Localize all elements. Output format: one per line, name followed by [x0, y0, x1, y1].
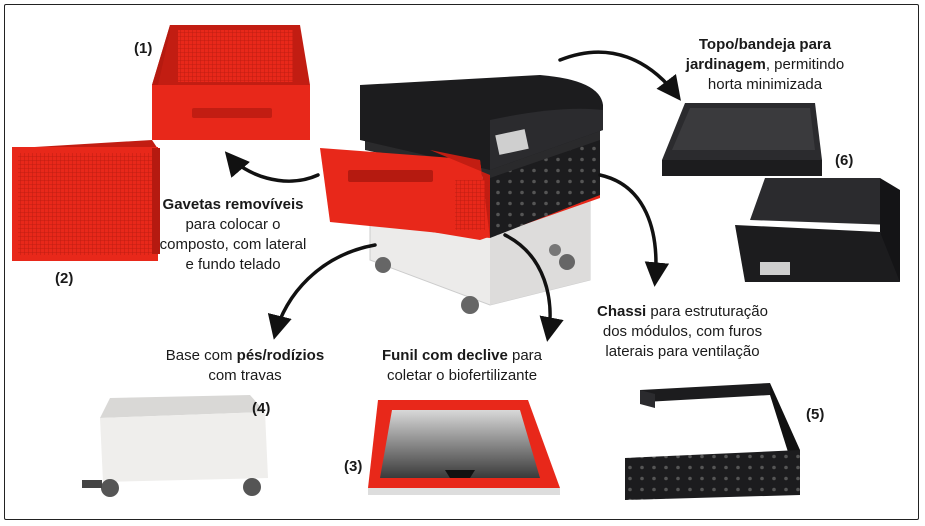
caption-chassi-line2: dos módulos, com furos — [602, 323, 763, 340]
caption-funil-line2: coletar o biofertilizante — [386, 367, 538, 384]
caption-chassi-title: Chassi — [597, 303, 647, 320]
arrow-to-top-tray — [558, 50, 681, 101]
caption-funil: Funil com declive para coletar o biofert… — [362, 346, 562, 386]
drawer-1-image — [152, 25, 310, 140]
caption-funil-title: Funil com declive — [381, 347, 508, 364]
label-number-4: (4) — [252, 400, 271, 417]
figure-frame — [4, 4, 919, 520]
caption-chassi-line3: laterais para ventilação — [605, 343, 760, 360]
label-number-5: (5) — [806, 406, 825, 423]
caption-topo-title: Topo/bandeja para — [698, 36, 832, 53]
caption-base-title: pés/rodízios — [236, 347, 325, 364]
caption-base-line2: com travas — [208, 367, 282, 384]
caption-topo-line3: horta minimizada — [707, 76, 823, 93]
funnel-3-image — [368, 400, 560, 495]
caption-base: Base com pés/rodízios com travas — [150, 346, 340, 386]
caption-gavetas: Gavetas removíveis para colocar o compos… — [148, 195, 318, 275]
caption-funil-rest: para — [507, 347, 543, 364]
arrows — [224, 50, 681, 342]
label-number-3: (3) — [344, 458, 363, 475]
arrow-to-chassis — [598, 173, 670, 287]
caption-topo-rest: , permitindo — [765, 56, 845, 73]
base-4-image — [82, 395, 268, 497]
caption-chassi: Chassi para estruturação dos módulos, co… — [580, 302, 785, 362]
chassis-5-image — [625, 383, 800, 500]
arrow-to-funnel — [503, 233, 564, 342]
label-number-1: (1) — [134, 40, 153, 57]
caption-base-pre: Base com — [165, 347, 237, 364]
caption-chassi-rest: para estruturação — [646, 303, 768, 320]
caption-gavetas-line2: composto, com lateral — [159, 236, 307, 253]
label-number-6: (6) — [835, 152, 854, 169]
tray-6b-image — [735, 178, 900, 282]
caption-gavetas-title: Gavetas removíveis — [162, 196, 304, 213]
caption-gavetas-line3: e fundo telado — [185, 256, 281, 273]
caption-topo-title2: jardinagem — [685, 56, 766, 73]
mesh-panel-2-image — [12, 140, 160, 261]
caption-gavetas-line1: para colocar o — [185, 216, 281, 233]
label-number-2: (2) — [55, 270, 74, 287]
caption-topo: Topo/bandeja para jardinagem, permitindo… — [660, 35, 870, 95]
composter-unit-image — [320, 75, 603, 314]
arrow-to-drawers — [224, 151, 320, 183]
tray-6-image — [662, 103, 822, 176]
arrow-to-base — [267, 243, 377, 340]
